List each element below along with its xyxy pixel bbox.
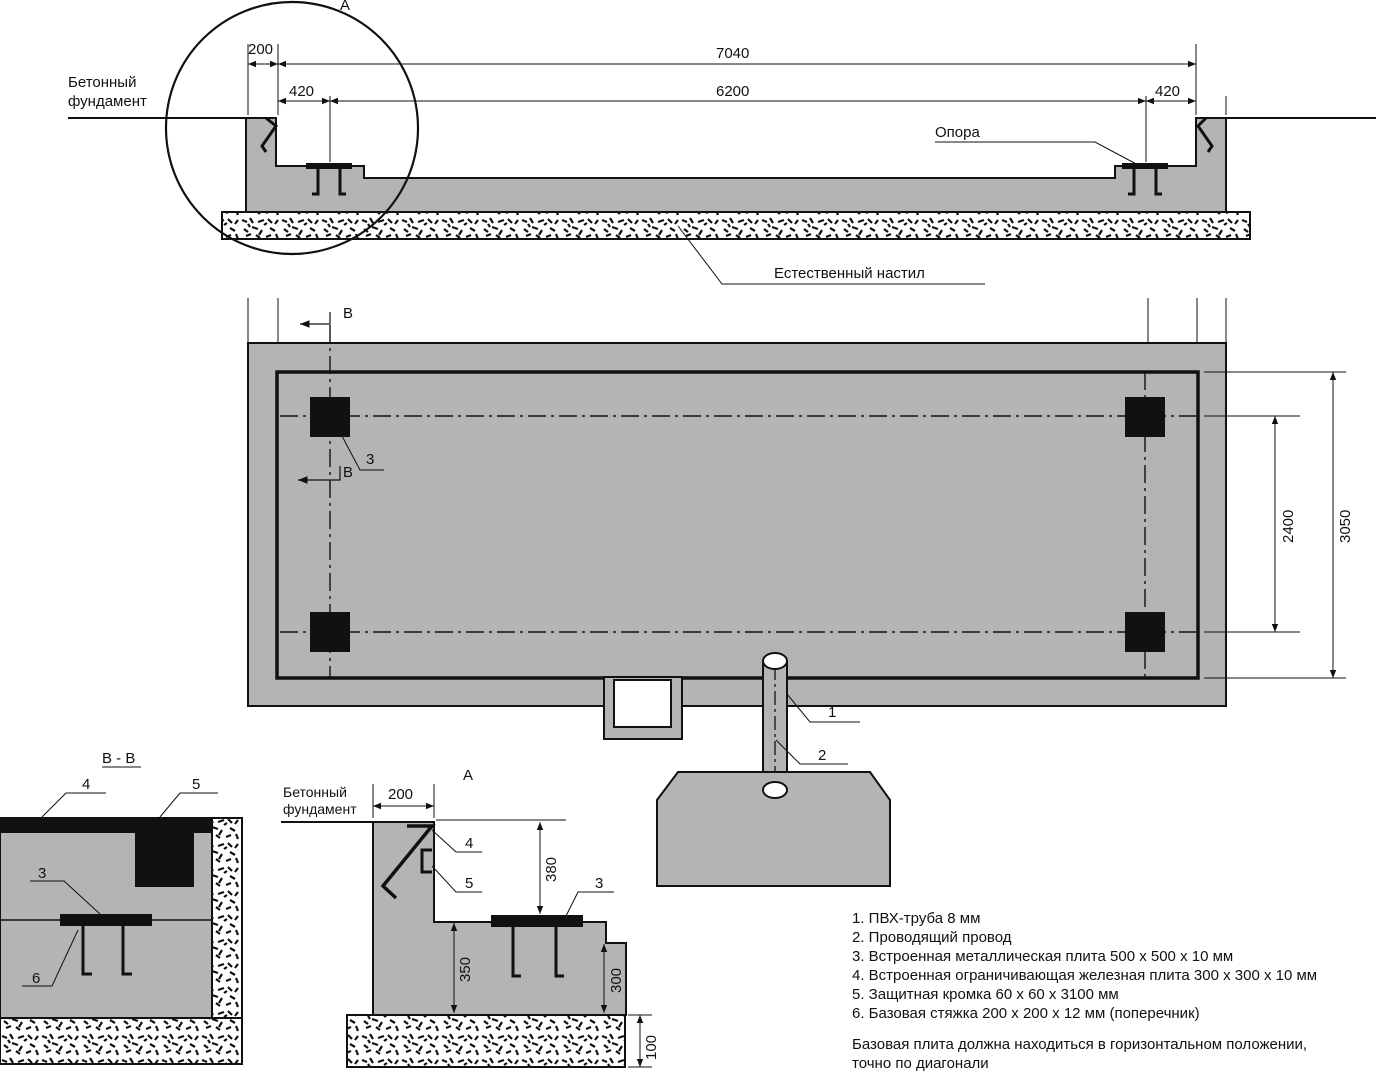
dim-420-left-label: 420 — [289, 83, 314, 100]
detail-a-callout-3: 3 — [595, 875, 603, 892]
dim-3050-label: 3050 — [1337, 510, 1354, 543]
legend: 1. ПВХ-труба 8 мм 2. Проводящий провод 3… — [852, 909, 1372, 1073]
detail-a-dim-100-label: 100 — [643, 1035, 660, 1060]
section-bb-callout-4-leader — [41, 792, 106, 818]
drain-opening — [613, 679, 672, 728]
section-marker-bottom — [298, 466, 341, 484]
callout-3-leader — [341, 435, 384, 471]
detail-a-view: A Бетонный фундамент 200 380 350 300 100… — [281, 767, 660, 1068]
callout-2-label: 2 — [818, 747, 826, 764]
detail-a-title: A — [463, 767, 473, 784]
foundation-concrete — [245, 117, 1227, 213]
dim-2400-label: 2400 — [1280, 510, 1297, 543]
detail-a-callout-4: 4 — [465, 835, 473, 852]
detail-a-gravel — [346, 1014, 626, 1068]
plan-foundation-outer — [247, 342, 1227, 707]
detail-marker-a: A — [340, 0, 350, 14]
detail-a-callout-3-leader — [565, 891, 614, 917]
edge-angle-left — [260, 116, 279, 153]
label-foundation-line2: фундамент — [68, 93, 147, 110]
embedded-plate-bottom-left — [310, 612, 350, 652]
detail-circle-a — [164, 0, 420, 256]
section-bb-callout-6: 6 — [32, 970, 40, 987]
support-leader — [935, 141, 1141, 167]
embedded-plate-bottom-right — [1125, 612, 1165, 652]
label-support: Опора — [935, 124, 980, 141]
detail-a-callout-5: 5 — [465, 875, 473, 892]
detail-a-dim-380-label: 380 — [543, 857, 560, 882]
section-bb-edge-block — [135, 817, 194, 887]
detail-a-edge-angle — [380, 824, 436, 900]
plan-pit-edge — [275, 370, 1200, 680]
section-bb-callout-6-leader — [22, 929, 79, 987]
callout-2-leader — [775, 739, 848, 765]
detail-a-edge-bracket — [420, 848, 432, 874]
legend-remark: Базовая плита должна находиться в горизо… — [852, 1036, 1308, 1072]
detail-a-beam — [511, 927, 564, 978]
support-right — [1122, 163, 1168, 196]
section-marker-bottom-label: B — [343, 464, 353, 481]
section-bb-title: B - B — [102, 750, 135, 767]
label-natural-floor: Естественный настил — [774, 265, 925, 282]
legend-item-1: 1. ПВХ-труба 8 мм — [852, 910, 981, 927]
legend-item-4: 4. Встроенная ограничивающая железная пл… — [852, 967, 1318, 984]
pvc-pipe — [762, 652, 788, 791]
section-bb-callout-3-leader — [30, 880, 101, 915]
natural-floor-gravel — [221, 211, 1251, 240]
detail-a-dim-300-label: 300 — [608, 968, 625, 993]
pvc-pipe-bottom — [762, 781, 788, 799]
section-bb-view: B - B 4 5 3 6 — [0, 750, 243, 1065]
legend-item-3: 3. Встроенная металлическая плита 500 x … — [852, 948, 1234, 965]
label-foundation-line1: Бетонный — [68, 74, 136, 91]
legend-item-2: 2. Проводящий провод — [852, 929, 1012, 946]
detail-a-callout-5-leader — [431, 865, 482, 893]
detail-a-dim-200-label: 200 — [388, 786, 413, 803]
section-marker-top-label: B — [343, 305, 353, 322]
legend-item-5: 5. Защитная кромка 60 x 60 x 3100 мм — [852, 986, 1119, 1003]
natural-floor-leader — [677, 225, 985, 285]
detail-a-label-foundation-2: фундамент — [283, 801, 357, 817]
callout-3-label: 3 — [366, 451, 374, 468]
edge-angle-right — [1196, 116, 1214, 153]
embedded-plate-top-left — [310, 397, 350, 437]
legend-item-6: 6. Базовая стяжка 200 x 200 x 12 мм (поп… — [852, 1005, 1200, 1022]
callout-1-leader — [786, 693, 860, 723]
callout-1-label: 1 — [828, 704, 836, 721]
dim-200-label: 200 — [248, 41, 273, 58]
section-bb-callout-5-leader — [159, 792, 218, 818]
section-bb-callout-5: 5 — [192, 776, 200, 793]
plan-view: B B 3 1 2 2400 3050 — [247, 298, 1354, 887]
section-bb-gravel-bottom — [0, 1017, 243, 1065]
section-bb-gravel-side — [211, 817, 243, 1019]
dim-7040-label: 7040 — [716, 45, 749, 62]
section-bb-plate-3 — [60, 914, 152, 926]
detail-a-callout-4-leader — [431, 829, 482, 853]
dim-6200-label: 6200 — [716, 83, 749, 100]
embedded-plate-top-right — [1125, 397, 1165, 437]
detail-a-plate-3 — [491, 915, 583, 927]
elevation-view: A 200 7040 420 6200 420 Бетонный фундаме… — [68, 0, 1376, 285]
section-bb-callout-3: 3 — [38, 865, 46, 882]
support-left — [306, 163, 352, 196]
ground-slab — [656, 771, 891, 887]
dim-420-right-label: 420 — [1155, 83, 1180, 100]
detail-a-dim-350-label: 350 — [457, 957, 474, 982]
section-bb-beam-6 — [81, 926, 132, 976]
section-bb-callout-4: 4 — [82, 776, 90, 793]
section-marker-top — [300, 312, 331, 328]
detail-a-label-foundation-1: Бетонный — [283, 784, 347, 800]
